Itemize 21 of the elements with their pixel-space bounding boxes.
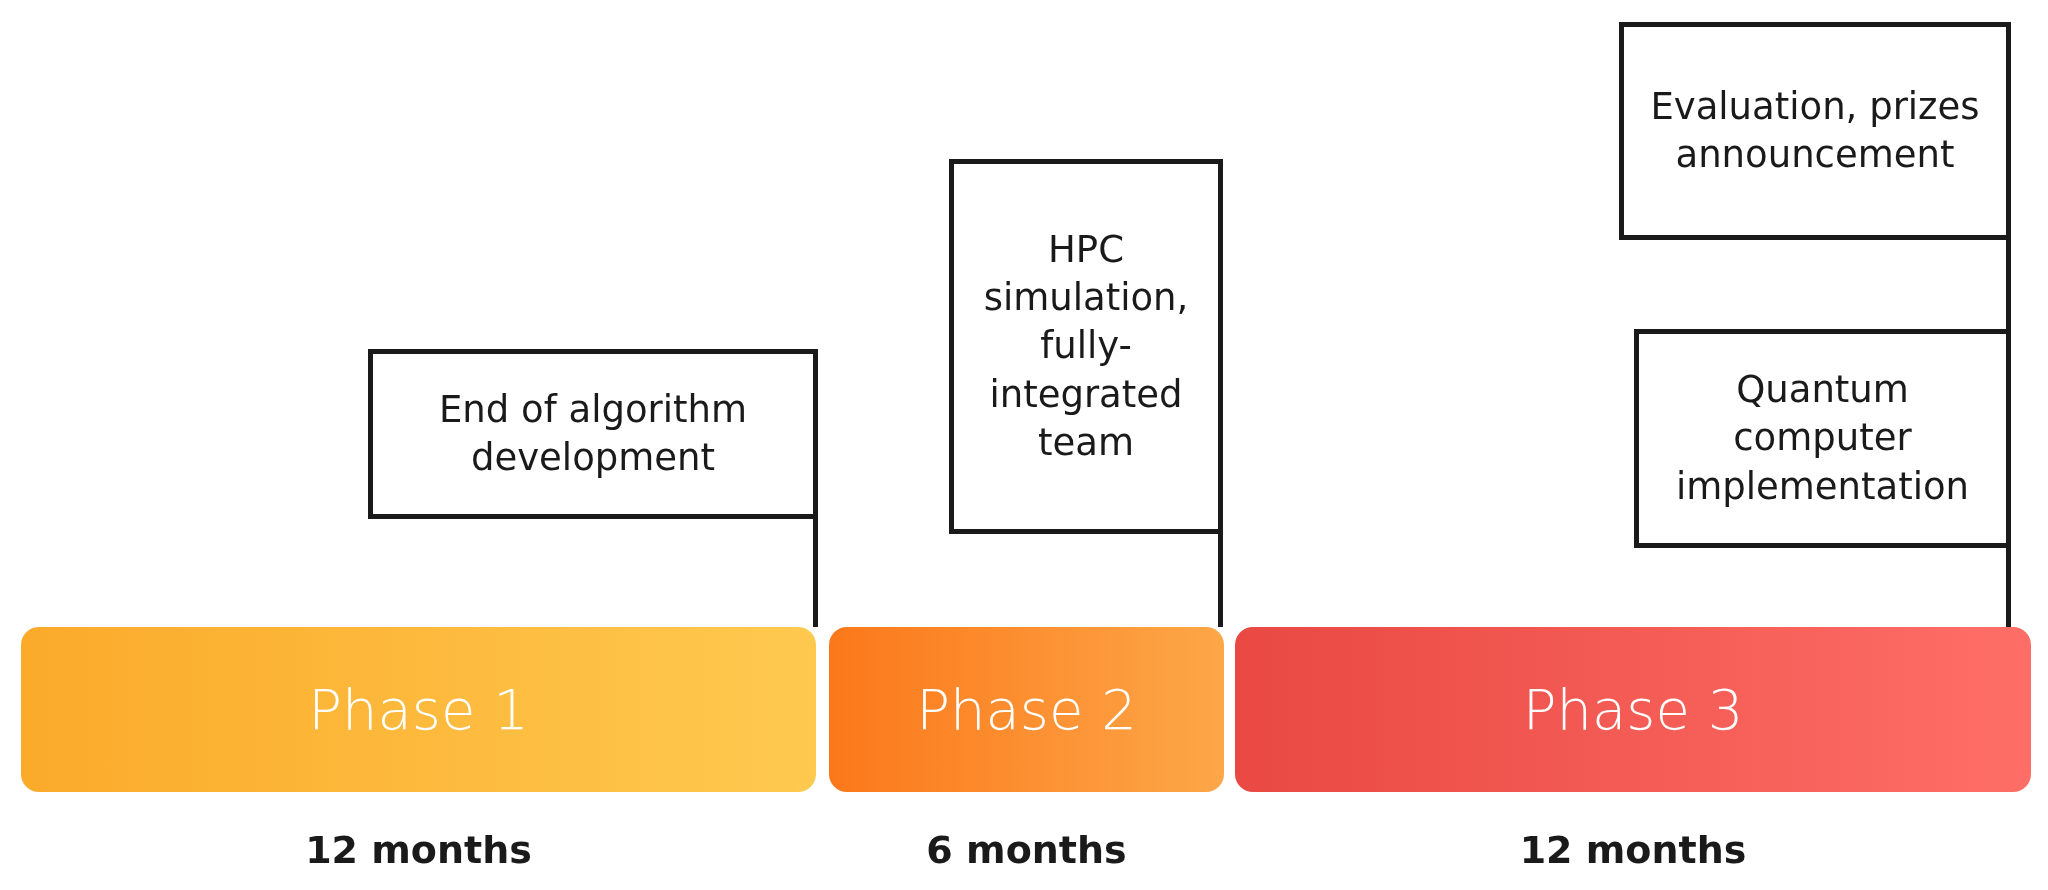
- milestone-flag: [949, 159, 1223, 534]
- phase-bar: [1235, 627, 2031, 792]
- milestone-text: Quantum computer implementation: [1674, 367, 1971, 510]
- milestone-flag: [368, 349, 818, 519]
- milestone-text: HPC simulation, fully-integrated team: [982, 227, 1190, 466]
- phase-label: Phase 3: [1522, 677, 1744, 742]
- phase-bar: [21, 627, 816, 792]
- flag-pole: [2006, 240, 2011, 329]
- flag-pole: [813, 519, 818, 627]
- duration-label: 12 months: [1518, 828, 1748, 872]
- milestone-flag: [1619, 22, 2011, 240]
- milestone-text: End of algorithm development: [437, 386, 749, 481]
- milestone-text: Evaluation, prizes announcement: [1649, 83, 1981, 178]
- flag-pole: [1218, 534, 1223, 627]
- duration-label: 12 months: [304, 828, 533, 872]
- phase-label: Phase 1: [308, 677, 529, 742]
- phase-label: Phase 2: [916, 677, 1137, 742]
- phase-bar: [829, 627, 1224, 792]
- milestone-flag: [1634, 329, 2011, 548]
- duration-label: 6 months: [925, 828, 1128, 872]
- flag-pole: [2006, 548, 2011, 627]
